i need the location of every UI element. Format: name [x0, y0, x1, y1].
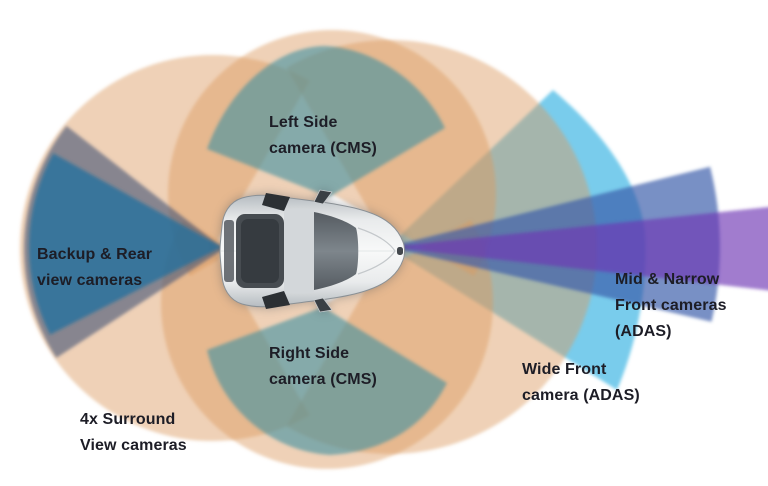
label-wide-front-camera: Wide Front camera (ADAS) [522, 361, 640, 404]
narrow-front-camera-fan [388, 207, 768, 291]
car-hood-creases [357, 227, 396, 275]
left-side-camera-fan [207, 46, 445, 197]
car-side-blade-bottom [262, 291, 290, 309]
car-mirror-right [313, 297, 333, 313]
car-roof [284, 208, 314, 294]
car-engine-cover [241, 219, 279, 283]
right-side-camera-fan [207, 307, 447, 455]
label-right-side-camera: Right Side camera (CMS) [269, 345, 377, 388]
car-mirror-left [313, 189, 333, 205]
car-top-view [219, 189, 405, 313]
car-rear-grille [224, 220, 234, 282]
label-left-side-camera: Left Side camera (CMS) [269, 114, 377, 157]
label-surround-view-cameras: 4x Surround View cameras [80, 411, 187, 454]
front-camera-slit [397, 247, 403, 255]
label-backup-rear-cameras: Backup & Rear view cameras [37, 246, 153, 289]
car-side-blade-top [262, 193, 290, 211]
car-windshield [314, 212, 359, 290]
label-mid-narrow-front-cameras: Mid & Narrow Front cameras (ADAS) [615, 271, 727, 340]
backup-camera-fan [28, 153, 223, 335]
